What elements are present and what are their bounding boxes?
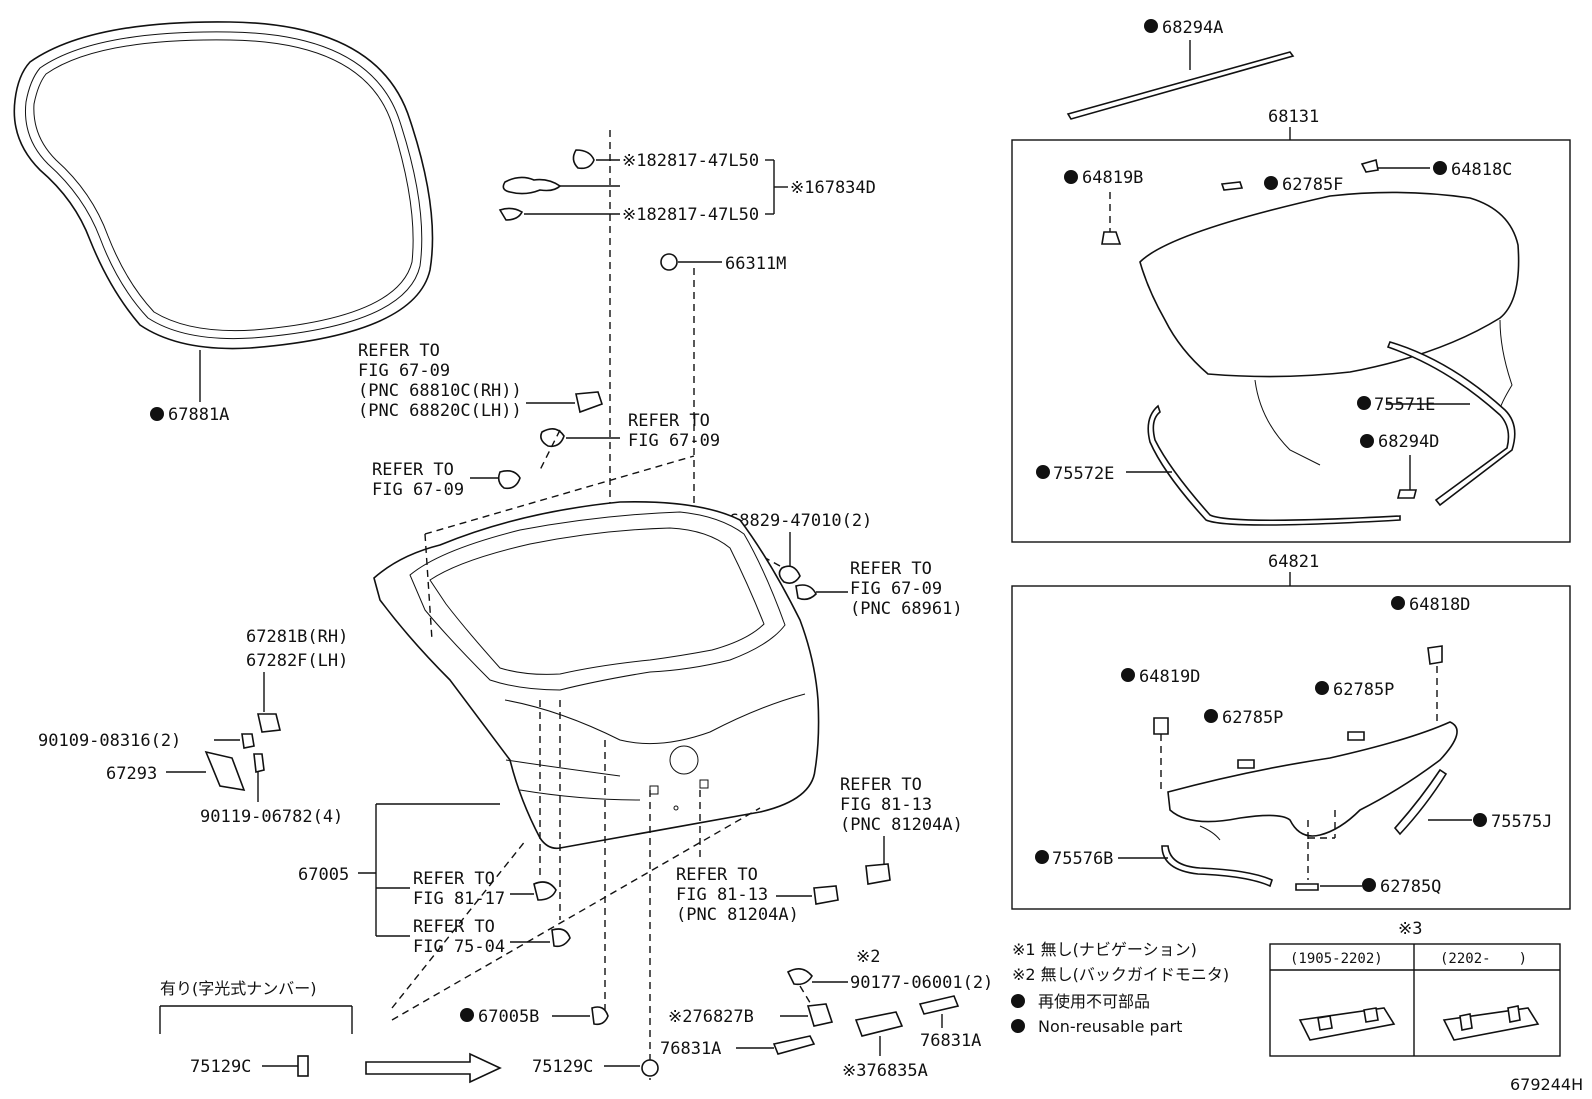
legend-non-reusable-en: Non-reusable part	[1038, 1017, 1182, 1036]
legend-note1: ※1 無し(ナビゲーション)	[1012, 940, 1197, 959]
tailgate-garnish-part	[1167, 721, 1458, 837]
label-68294A: 68294A	[1162, 18, 1223, 38]
refer-d-line3: (PNC 68961)	[850, 599, 963, 619]
label-75575J: 75575J	[1491, 812, 1552, 832]
label-75571E: 75571E	[1374, 395, 1435, 415]
note-3-symbol: ※3	[1398, 919, 1422, 939]
label-68131: 68131	[1268, 107, 1319, 127]
legend-note2: ※2 無し(バックガイドモニタ)	[1012, 965, 1229, 984]
box-64821	[1011, 585, 1571, 910]
figure-code: 679244H	[1510, 1075, 1583, 1094]
label-66311M: 66311M	[725, 254, 786, 274]
label-75129C-left: 75129C	[190, 1057, 251, 1077]
label-90119: 90119-06782(4)	[200, 807, 343, 827]
variant-col-1905-2202: (1905-2202)	[1290, 951, 1383, 967]
refer-b-line1: REFER TO	[628, 411, 710, 431]
label-64819D: 64819D	[1139, 667, 1200, 687]
label-67281B: 67281B(RH)	[246, 627, 348, 647]
refer-g-line1: REFER TO	[840, 775, 922, 795]
label-64821: 64821	[1268, 552, 1319, 572]
label-67834D: ※167834D	[790, 178, 876, 198]
variant-col-2202: (2202- )	[1440, 951, 1527, 967]
label-76831A-left: 76831A	[660, 1039, 721, 1059]
label-62785P-lower: 62785P	[1222, 708, 1283, 728]
note-2-symbol: ※2	[856, 947, 880, 967]
refer-f-line1: REFER TO	[413, 917, 495, 937]
refer-e-line1: REFER TO	[413, 869, 495, 889]
label-68829: 68829-47010(2)	[729, 511, 872, 531]
label-67005: 67005	[298, 865, 349, 885]
refer-a-line2: FIG 67-09	[358, 361, 450, 381]
label-67881A: 67881A	[168, 405, 229, 425]
label-62785F: 62785F	[1282, 175, 1343, 195]
refer-g-line3: (PNC 81204A)	[840, 815, 963, 835]
label-76831A-right: 76831A	[920, 1031, 981, 1051]
box-68131	[1011, 139, 1571, 543]
refer-a-line1: REFER TO	[358, 341, 440, 361]
refer-h-line1: REFER TO	[676, 865, 758, 885]
refer-b-line2: FIG 67-09	[628, 431, 720, 451]
weatherstrip-part	[13, 21, 434, 350]
label-68294D: 68294D	[1378, 432, 1439, 452]
label-75129C-right: 75129C	[532, 1057, 593, 1077]
refer-a-line4: (PNC 68820C(LH))	[358, 401, 522, 421]
refer-f-line2: FIG 75-04	[413, 937, 505, 957]
label-62785Q: 62785Q	[1380, 877, 1441, 897]
label-64818D: 64818D	[1409, 595, 1470, 615]
label-82817-top: ※182817-47L50	[622, 151, 759, 171]
refer-h-line2: FIG 81-13	[676, 885, 768, 905]
label-90109: 90109-08316(2)	[38, 731, 181, 751]
label-75576B: 75576B	[1052, 849, 1113, 869]
legend-non-reusable-jp: 再使用不可部品	[1038, 992, 1150, 1011]
refer-c-line2: FIG 67-09	[372, 480, 464, 500]
label-67005B: 67005B	[478, 1007, 539, 1027]
refer-h-line3: (PNC 81204A)	[676, 905, 799, 925]
label-75572E: 75572E	[1053, 464, 1114, 484]
label-ari-jikoushiki: 有り(字光式ナンバー)	[160, 979, 317, 998]
variant-table	[1269, 943, 1561, 1057]
label-67282F: 67282F(LH)	[246, 651, 348, 671]
label-64819B: 64819B	[1082, 168, 1143, 188]
refer-g-line2: FIG 81-13	[840, 795, 932, 815]
refer-e-line2: FIG 81-17	[413, 889, 505, 909]
refer-a-line3: (PNC 68810C(RH))	[358, 381, 522, 401]
arrow-right-icon	[365, 1052, 502, 1084]
refer-d-line1: REFER TO	[850, 559, 932, 579]
label-76835A: ※376835A	[842, 1061, 928, 1081]
back-door-panel-part	[373, 501, 820, 850]
label-64818C: 64818C	[1451, 160, 1512, 180]
label-62785P-upper: 62785P	[1333, 680, 1394, 700]
refer-d-line2: FIG 67-09	[850, 579, 942, 599]
refer-c-line1: REFER TO	[372, 460, 454, 480]
label-67293: 67293	[106, 764, 157, 784]
label-82817-bottom: ※182817-47L50	[622, 205, 759, 225]
back-glass-part	[1139, 191, 1520, 378]
label-76827B: ※276827B	[668, 1007, 754, 1027]
label-90177: 90177-06001(2)	[850, 973, 993, 993]
